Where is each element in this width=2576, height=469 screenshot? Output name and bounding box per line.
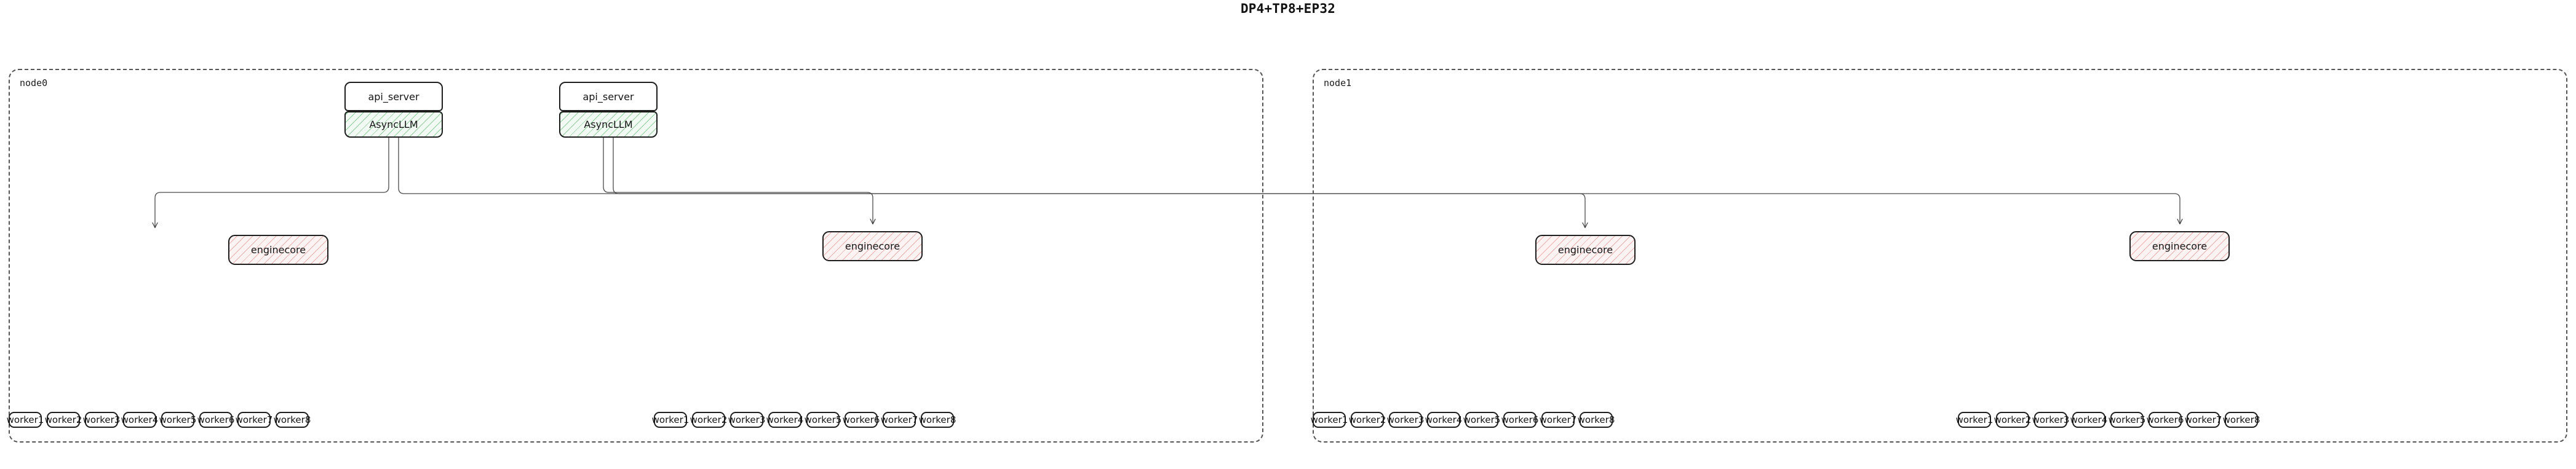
worker-group: worker1 worker2 worker3 worker4 worker5 … xyxy=(6,412,311,428)
enginecore-label: enginecore xyxy=(2152,240,2208,252)
worker-box[interactable]: worker2 xyxy=(690,412,728,428)
node-cluster-node0: node0 xyxy=(9,69,1263,443)
asyncllm-box[interactable]: AsyncLLM xyxy=(344,111,443,138)
worker-label: worker1 xyxy=(1310,414,1348,425)
worker-label: worker7 xyxy=(235,414,273,425)
worker-box[interactable]: worker1 xyxy=(1955,412,1994,428)
worker-box[interactable]: worker5 xyxy=(1463,412,1501,428)
worker-label: worker1 xyxy=(6,414,44,425)
worker-label: worker5 xyxy=(804,414,842,425)
worker-box[interactable]: worker3 xyxy=(728,412,766,428)
enginecore-label: enginecore xyxy=(1557,244,1613,256)
worker-label: worker4 xyxy=(2070,414,2108,425)
worker-box[interactable]: worker3 xyxy=(82,412,121,428)
worker-label: worker8 xyxy=(918,414,956,425)
enginecore-label: enginecore xyxy=(250,244,306,256)
worker-box[interactable]: worker1 xyxy=(651,412,690,428)
worker-label: worker2 xyxy=(1994,414,2032,425)
worker-label: worker5 xyxy=(159,414,197,425)
node-cluster-label: node0 xyxy=(20,77,48,89)
worker-box[interactable]: worker2 xyxy=(44,412,82,428)
worker-label: worker2 xyxy=(44,414,82,425)
worker-label: worker4 xyxy=(121,414,159,425)
worker-box[interactable]: worker7 xyxy=(2184,412,2222,428)
worker-group: worker1 worker2 worker3 worker4 worker5 … xyxy=(1955,412,2260,428)
worker-label: worker6 xyxy=(842,414,880,425)
enginecore-box[interactable]: enginecore xyxy=(1535,235,1636,265)
asyncllm-label: AsyncLLM xyxy=(584,119,633,130)
enginecore-box[interactable]: enginecore xyxy=(2129,231,2230,261)
worker-label: worker3 xyxy=(2032,414,2070,425)
node-cluster-node1: node1 xyxy=(1313,69,2567,443)
worker-box[interactable]: worker4 xyxy=(2070,412,2108,428)
worker-box[interactable]: worker5 xyxy=(159,412,197,428)
worker-box[interactable]: worker7 xyxy=(1539,412,1577,428)
worker-label: worker4 xyxy=(766,414,804,425)
api-server-label: api_server xyxy=(368,90,419,103)
api-server-box[interactable]: api_server xyxy=(559,82,658,111)
worker-label: worker7 xyxy=(880,414,918,425)
worker-box[interactable]: worker8 xyxy=(273,412,311,428)
asyncllm-label: AsyncLLM xyxy=(369,119,418,130)
worker-group: worker1 worker2 worker3 worker4 worker5 … xyxy=(651,412,956,428)
worker-label: worker8 xyxy=(2222,414,2260,425)
worker-label: worker2 xyxy=(1348,414,1386,425)
worker-label: worker5 xyxy=(1463,414,1501,425)
worker-box[interactable]: worker6 xyxy=(1501,412,1539,428)
worker-box[interactable]: worker7 xyxy=(880,412,918,428)
worker-box[interactable]: worker8 xyxy=(1577,412,1615,428)
worker-box[interactable]: worker3 xyxy=(1386,412,1425,428)
page-title: DP4+TP8+EP32 xyxy=(1240,1,1336,16)
worker-box[interactable]: worker4 xyxy=(121,412,159,428)
worker-box[interactable]: worker8 xyxy=(918,412,956,428)
api-server-box[interactable]: api_server xyxy=(344,82,443,111)
worker-group: worker1 worker2 worker3 worker4 worker5 … xyxy=(1310,412,1615,428)
worker-label: worker3 xyxy=(1386,414,1425,425)
worker-label: worker6 xyxy=(197,414,235,425)
worker-box[interactable]: worker4 xyxy=(766,412,804,428)
worker-label: worker6 xyxy=(2146,414,2184,425)
worker-label: worker4 xyxy=(1425,414,1463,425)
worker-label: worker3 xyxy=(82,414,121,425)
worker-box[interactable]: worker2 xyxy=(1994,412,2032,428)
worker-label: worker8 xyxy=(1577,414,1615,425)
worker-box[interactable]: worker5 xyxy=(804,412,842,428)
enginecore-label: enginecore xyxy=(845,240,900,252)
worker-box[interactable]: worker1 xyxy=(1310,412,1348,428)
worker-label: worker5 xyxy=(2108,414,2146,425)
worker-box[interactable]: worker1 xyxy=(6,412,44,428)
asyncllm-box[interactable]: AsyncLLM xyxy=(559,111,658,138)
worker-box[interactable]: worker2 xyxy=(1348,412,1386,428)
worker-box[interactable]: worker7 xyxy=(235,412,273,428)
worker-box[interactable]: worker3 xyxy=(2032,412,2070,428)
enginecore-box[interactable]: enginecore xyxy=(228,235,328,265)
worker-label: worker2 xyxy=(690,414,728,425)
enginecore-box[interactable]: enginecore xyxy=(822,231,923,261)
worker-label: worker7 xyxy=(1539,414,1577,425)
worker-box[interactable]: worker6 xyxy=(197,412,235,428)
node-cluster-label: node1 xyxy=(1324,77,1352,89)
worker-box[interactable]: worker4 xyxy=(1425,412,1463,428)
worker-box[interactable]: worker5 xyxy=(2108,412,2146,428)
worker-box[interactable]: worker8 xyxy=(2222,412,2260,428)
worker-label: worker8 xyxy=(273,414,311,425)
api-server-label: api_server xyxy=(582,90,634,103)
worker-label: worker1 xyxy=(651,414,690,425)
worker-label: worker1 xyxy=(1955,414,1994,425)
worker-label: worker7 xyxy=(2184,414,2222,425)
worker-box[interactable]: worker6 xyxy=(2146,412,2184,428)
worker-label: worker6 xyxy=(1501,414,1539,425)
worker-label: worker3 xyxy=(728,414,766,425)
worker-box[interactable]: worker6 xyxy=(842,412,880,428)
